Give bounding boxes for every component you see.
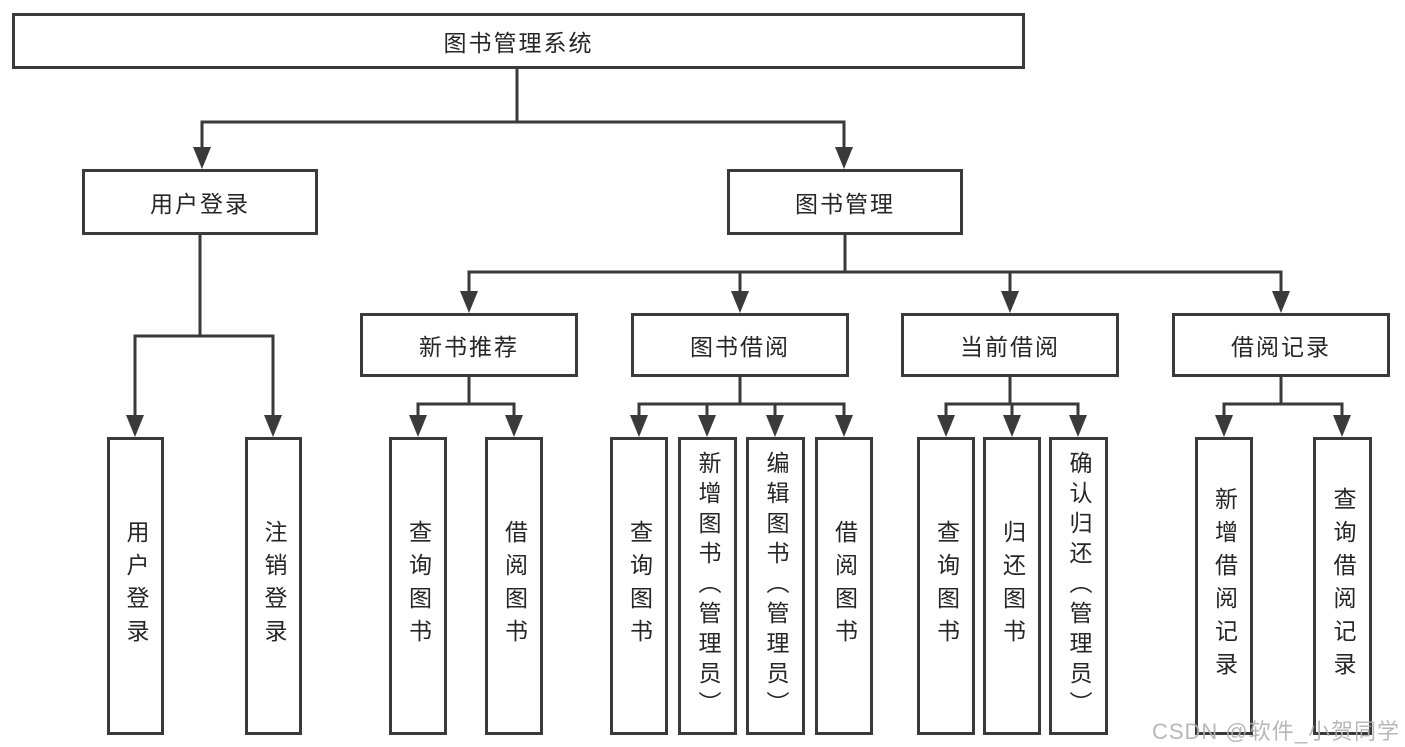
node-book-management: 图书管理: [727, 169, 963, 235]
csdn-watermark: CSDN @软件_小贺同学: [1151, 719, 1400, 744]
leaf-user-login-label: 用户登录: [123, 520, 149, 652]
leaf-records-add-record: 新增借阅记录: [1195, 437, 1253, 735]
leaf-newbook-borrow-books: 借阅图书: [485, 437, 543, 735]
connector-user-login-children: [133, 235, 275, 418]
node-borrowing-records: 借阅记录: [1172, 313, 1390, 377]
leaf-newbook-query-books: 查询图书: [389, 437, 447, 735]
node-library-management-system: 图书管理系统: [12, 13, 1025, 69]
leaf-borrow-add-books-admin-label: 新增图书（管理员）: [695, 451, 721, 721]
leaf-borrow-edit-books-admin: 编辑图书（管理员）: [746, 437, 805, 735]
arrowheads-user-login-children: [126, 415, 282, 437]
leaf-records-query-record-label: 查询借阅记录: [1330, 487, 1356, 685]
leaf-borrow-edit-books-admin-label: 编辑图书（管理员）: [763, 451, 789, 721]
leaf-user-login: 用户登录: [107, 437, 164, 735]
leaf-logout-label: 注销登录: [261, 520, 287, 652]
leaf-logout: 注销登录: [245, 437, 302, 735]
leaf-newbook-query-books-label: 查询图书: [405, 520, 432, 652]
node-user-login: 用户登录: [82, 169, 318, 235]
node-book-borrowing: 图书借阅: [631, 313, 849, 377]
leaf-current-confirm-return-admin-label: 确认归还（管理员）: [1066, 451, 1092, 721]
arrowheads-current-borrow-children: [937, 415, 1087, 437]
leaf-records-query-record: 查询借阅记录: [1313, 437, 1372, 735]
arrowheads-level2: [193, 147, 853, 169]
leaf-newbook-borrow-books-label: 借阅图书: [501, 520, 528, 652]
node-new-book-recommend: 新书推荐: [360, 313, 578, 377]
connector-current-borrow-children: [944, 377, 1080, 418]
arrowheads-new-book-children: [409, 415, 523, 437]
connector-record-children: [1222, 377, 1344, 418]
arrowheads-book-borrow-children: [630, 415, 853, 437]
leaf-current-return-books-label: 归还图书: [999, 520, 1026, 652]
leaf-borrow-query-books: 查询图书: [610, 437, 668, 735]
arrowheads-record-children: [1215, 415, 1351, 437]
leaf-current-query-books-label: 查询图书: [933, 520, 960, 652]
connector-new-book-children: [416, 377, 516, 418]
connector-book-management-children: [467, 235, 1283, 294]
leaf-current-query-books: 查询图书: [917, 437, 975, 735]
connector-book-borrow-children: [637, 377, 846, 418]
connector-root-to-level2: [200, 69, 846, 150]
leaf-borrow-query-books-label: 查询图书: [626, 520, 653, 652]
leaf-records-add-record-label: 新增借阅记录: [1211, 487, 1238, 685]
arrowheads-book-management-children: [460, 291, 1290, 313]
leaf-current-confirm-return-admin: 确认归还（管理员）: [1049, 437, 1108, 735]
leaf-borrow-borrow-books: 借阅图书: [815, 437, 873, 735]
node-current-borrowing: 当前借阅: [901, 313, 1119, 377]
leaf-borrow-add-books-admin: 新增图书（管理员）: [678, 437, 737, 735]
leaf-current-return-books: 归还图书: [983, 437, 1041, 735]
leaf-borrow-borrow-books-label: 借阅图书: [831, 520, 858, 652]
